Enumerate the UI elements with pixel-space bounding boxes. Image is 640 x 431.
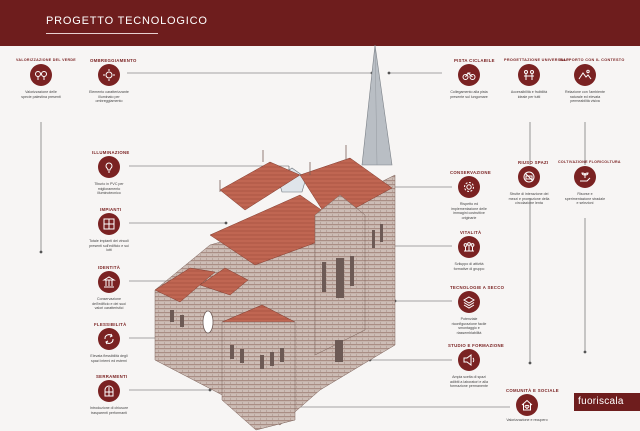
node-valorizzazione: VALORIZZAZIONE DEL VERDE Valorizzazione …: [16, 56, 76, 126]
node-label: FLESSIBILITÀ: [94, 322, 127, 327]
node-label: VITALITÀ: [460, 230, 482, 235]
header-bar: PROGETTO TECNOLOGICO: [0, 0, 640, 46]
car-icon: [518, 166, 540, 188]
node-studio: STUDIO E FORMAZIONE Ampia scelta di spaz…: [446, 341, 504, 401]
node-desc: Elevata flessibilità degli spazi interni…: [90, 354, 128, 363]
node-desc: Elemento caratterizzante illuminato per …: [89, 90, 129, 104]
node-coltivazione: COLTIVAZIONE FLORICOLTURA Risorse e sper…: [558, 158, 620, 218]
arrows-icon: [98, 328, 120, 350]
node-label: PISTA CICLABILE: [454, 58, 495, 63]
node-conservazione: CONSERVAZIONE Rispetto ed implementazion…: [446, 168, 496, 228]
node-label: IDENTITÀ: [98, 265, 121, 270]
node-desc: Relazione con l'ambiente naturale ed ele…: [564, 90, 606, 104]
node-riuso-spazi: RIUSO SPAZI Strutte di interazione dei m…: [506, 158, 556, 218]
node-desc: Rispetto ed implementazione delle immagi…: [451, 202, 487, 220]
node-identita: IDENTITÀ Conservazione dell'edificio e d…: [86, 263, 136, 323]
node-label: COLTIVAZIONE FLORICOLTURA: [558, 160, 621, 164]
node-impianti: IMPIANTI Totale impianti dei vincoli pre…: [86, 205, 136, 265]
node-vitalita: VITALITÀ Sviluppo di attività formative …: [446, 228, 496, 288]
node-label: CONSERVAZIONE: [450, 170, 491, 175]
node-label: COMUNITÀ E SOCIALE: [506, 388, 559, 393]
speaker-icon: [458, 349, 480, 371]
page-title: PROGETTO TECNOLOGICO: [46, 15, 208, 27]
group-icon: [458, 236, 480, 258]
node-desc: Tiburio in PVC per miglioramento illumin…: [94, 182, 124, 196]
node-label: ILLUMINAZIONE: [92, 150, 130, 155]
node-label: RAPPORTO CON IL CONTESTO: [560, 58, 625, 62]
node-desc: Risorse e sperimentazione stradale e sel…: [564, 192, 606, 206]
brand-logo-text: fuoriscala: [578, 396, 624, 407]
trees-icon: [30, 64, 52, 86]
bicycle-icon: [458, 64, 480, 86]
sun-icon: [98, 64, 120, 86]
node-desc: Collegamento alla pista presente sul lun…: [450, 90, 488, 99]
landscape-icon: [574, 64, 596, 86]
node-pista-ciclabile: PISTA CICLABILE Collegamento alla pista …: [446, 56, 496, 126]
node-label: RIUSO SPAZI: [518, 160, 549, 165]
bulb-icon: [98, 156, 120, 178]
node-rapporto: RAPPORTO CON IL CONTESTO Relazione con l…: [560, 56, 624, 126]
node-desc: Ampia scelta di spazi adibiti a laborato…: [450, 375, 488, 389]
footer-band: [574, 393, 640, 411]
gear-icon: [458, 176, 480, 198]
node-comunita: COMUNITÀ E SOCIALE Valorizzazione e recu…: [504, 386, 559, 431]
node-label: STUDIO E FORMAZIONE: [448, 343, 505, 348]
node-desc: Sviluppo di attività formative di gruppo: [453, 262, 485, 271]
node-progettazione: PROGETTAZIONE UNIVERSALE Accessibilità e…: [504, 56, 569, 126]
node-tecnologie: TECNOLOGIE A SECCO Potenziale riconfigur…: [446, 283, 504, 343]
node-label: TECNOLOGIE A SECCO: [450, 285, 505, 290]
node-illuminazione: ILLUMINAZIONE Tiburio in PVC per miglior…: [86, 148, 136, 208]
node-desc: Accessibilità e fruibilità ideale per tu…: [510, 90, 548, 99]
node-label: SERRAMENTI: [96, 374, 128, 379]
node-desc: Introduzione di chiusure trasparenti per…: [89, 406, 129, 415]
node-desc: Totale impianti dei vincoli presenti sul…: [89, 239, 129, 253]
node-desc: Conservazione dell'edificio e dei suoi v…: [92, 297, 126, 311]
node-label: IMPIANTI: [100, 207, 122, 212]
home-heart-icon: [516, 394, 538, 416]
columns-icon: [98, 271, 120, 293]
layers-icon: [458, 291, 480, 313]
node-desc: Potenziale riconfigurazione facile smont…: [451, 317, 487, 335]
grid-icon: [98, 213, 120, 235]
people-icon: [518, 64, 540, 86]
node-desc: Valorizzazione delle specie palestina pr…: [21, 90, 61, 99]
node-desc: Strutte di interazione dei mezzi e promo…: [508, 192, 550, 206]
node-label: PROGETTAZIONE UNIVERSALE: [504, 58, 570, 62]
node-flessibilita: FLESSIBILITÀ Elevata flessibilità degli …: [86, 320, 136, 380]
window-icon: [98, 380, 120, 402]
node-serramenti: SERRAMENTI Introduzione di chiusure tras…: [86, 372, 136, 430]
hand-plant-icon: [574, 166, 596, 188]
title-underline: [46, 33, 158, 34]
node-label: OMBREGGIAMENTO: [90, 58, 137, 63]
node-label: VALORIZZAZIONE DEL VERDE: [16, 58, 76, 62]
node-ombreggiamento: OMBREGGIAMENTO Elemento caratterizzante …: [86, 56, 136, 126]
node-desc: Valorizzazione e recupero: [506, 418, 548, 422]
